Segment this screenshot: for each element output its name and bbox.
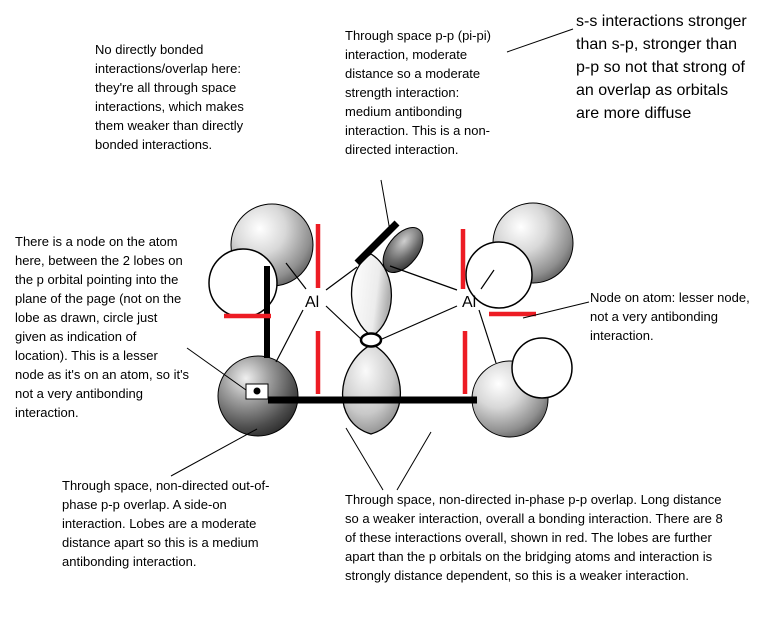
p-orbital-dark-lobe: [382, 227, 424, 273]
pointer-line-left: [186, 347, 247, 391]
p-orbital-lower-lobe: [341, 343, 402, 435]
s-orbital-circle-top-right: [465, 241, 533, 309]
pointer-line-bottom-left: [170, 428, 258, 477]
orbital-structure: Al Al: [170, 28, 590, 491]
s-orbital-circle-bottom-right: [511, 337, 573, 399]
annotation-left-node: There is a node on the atom here, betwee…: [15, 234, 190, 420]
al-right-label: Al: [462, 294, 476, 311]
bond-al-right-to-bottom-sphere: [478, 309, 497, 364]
pointer-line-top-middle: [380, 179, 391, 232]
bond-al-right-to-upper-lobe: [389, 265, 458, 291]
pointer-line-right: [522, 301, 590, 319]
annotation-right-node: Node on atom: lesser node, not a very an…: [590, 290, 750, 343]
node-on-bridging-atom: [359, 332, 383, 348]
pointer-line-bottom-middle-a: [345, 427, 384, 491]
pointer-line-top-right: [506, 28, 574, 53]
pointer-line-bottom-middle-b: [396, 431, 432, 491]
annotation-bottom-left: Through space, non-directed out-of-phase…: [62, 478, 270, 569]
bond-al-left-to-node: [325, 305, 362, 340]
red-interaction-marks: [224, 224, 536, 394]
bond-al-right-to-node: [381, 305, 458, 340]
p-orbital-upper-lobe: [350, 253, 392, 337]
annotation-top-middle: Through space p-p (pi-pi) interaction, m…: [345, 28, 491, 157]
al-skeletal-bonds: [275, 262, 497, 364]
annotation-bottom-middle: Through space, non-directed in-phase p-p…: [345, 492, 723, 583]
sigma-bond-top-diagonal: [354, 220, 400, 266]
bond-al-right-to-top-group: [480, 269, 495, 290]
bond-al-left-to-upper-lobe: [325, 266, 358, 291]
pointer-lines: [170, 28, 590, 491]
annotation-top-right: s-s interactions stronger than s-p, stro…: [576, 13, 747, 122]
annotation-top-left: No directly bonded interactions/overlap …: [95, 42, 244, 152]
al-left-label: Al: [305, 294, 319, 311]
node-marker-dot: [253, 387, 261, 395]
bond-al-left-to-bottom-sphere: [275, 309, 304, 363]
bond-al-left-to-top-group: [285, 262, 307, 290]
